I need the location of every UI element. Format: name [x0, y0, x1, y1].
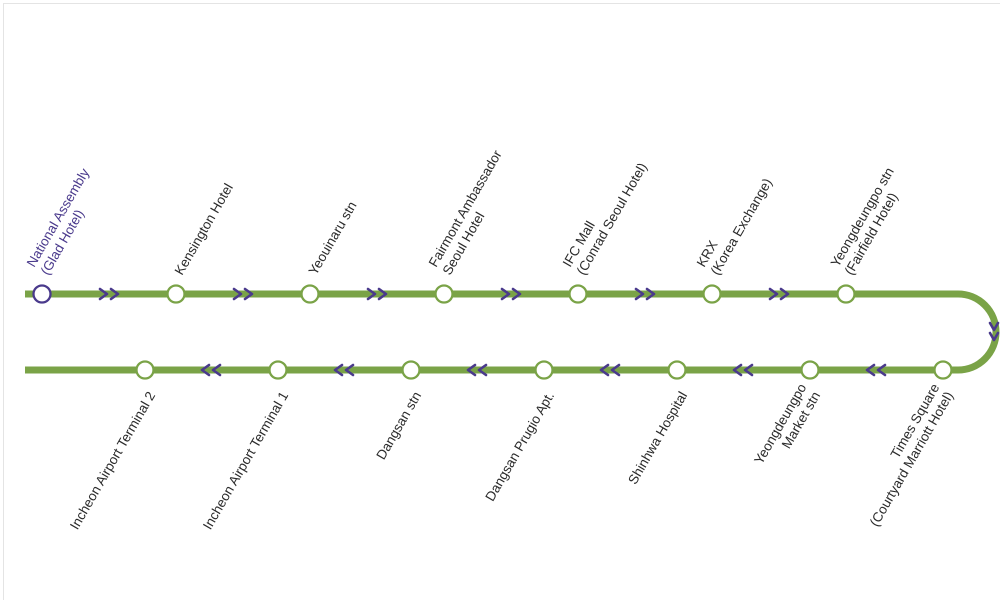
backward-arrow-icon	[732, 363, 754, 377]
stop-label: Dangsan stn	[373, 389, 424, 462]
stop-marker	[434, 284, 454, 304]
stop-label: Dangsan Prugio Apt.	[482, 389, 557, 504]
forward-arrow-icon	[232, 287, 254, 301]
stop-label: KRX(Korea Exchange)	[694, 168, 775, 278]
stop-label: Times Square(Courtyard Marriott Hotel)	[853, 381, 956, 529]
stop-label: Yeouinaru stn	[306, 199, 360, 278]
stop-label: IFC Mall(Conrad Seoul Hotel)	[560, 152, 650, 277]
direction-arrows	[98, 287, 1000, 377]
stop-label: YeongdeungpoMarket stn	[751, 381, 823, 475]
stop-label: Incheon Airport Terminal 1	[200, 389, 291, 532]
stop-marker	[300, 284, 320, 304]
stop-labels: National Assembly(Glad Hotel) Kensington …	[24, 147, 957, 532]
stop-marker	[933, 360, 953, 380]
stop-label: Yeongdeungpo stn(Fairfield Hotel)	[828, 165, 911, 278]
stop-marker	[401, 360, 421, 380]
origin-stop-marker	[32, 284, 52, 304]
route-track	[25, 290, 1000, 374]
stop-marker	[135, 360, 155, 380]
stop-marker	[702, 284, 722, 304]
stop-label: Fairmont AmbassadorSeoul Hotel	[426, 147, 519, 277]
origin-stop-label: National Assembly(Glad Hotel)	[24, 166, 106, 278]
backward-arrow-icon	[865, 363, 887, 377]
stop-label: Kensington Hotel	[172, 181, 236, 278]
forward-arrow-icon	[366, 287, 388, 301]
forward-arrow-icon	[98, 287, 120, 301]
stop-marker	[268, 360, 288, 380]
backward-arrow-icon	[599, 363, 621, 377]
forward-arrow-icon	[634, 287, 656, 301]
stop-label: Incheon Airport Terminal 2	[67, 389, 158, 532]
route-map-frame	[3, 3, 1000, 600]
backward-arrow-icon	[200, 363, 222, 377]
route-line	[25, 290, 1000, 374]
stops-layer	[32, 284, 953, 380]
turn-arrow-icon	[988, 321, 1000, 342]
forward-arrow-icon	[500, 287, 522, 301]
forward-arrow-icon	[768, 287, 790, 301]
stop-marker	[534, 360, 554, 380]
stop-marker	[166, 284, 186, 304]
backward-arrow-icon	[333, 363, 355, 377]
stop-marker	[667, 360, 687, 380]
backward-arrow-icon	[466, 363, 488, 377]
stop-marker	[568, 284, 588, 304]
stop-label: Shinhwa Hospital	[625, 389, 690, 487]
stop-marker	[836, 284, 856, 304]
stop-marker	[800, 360, 820, 380]
